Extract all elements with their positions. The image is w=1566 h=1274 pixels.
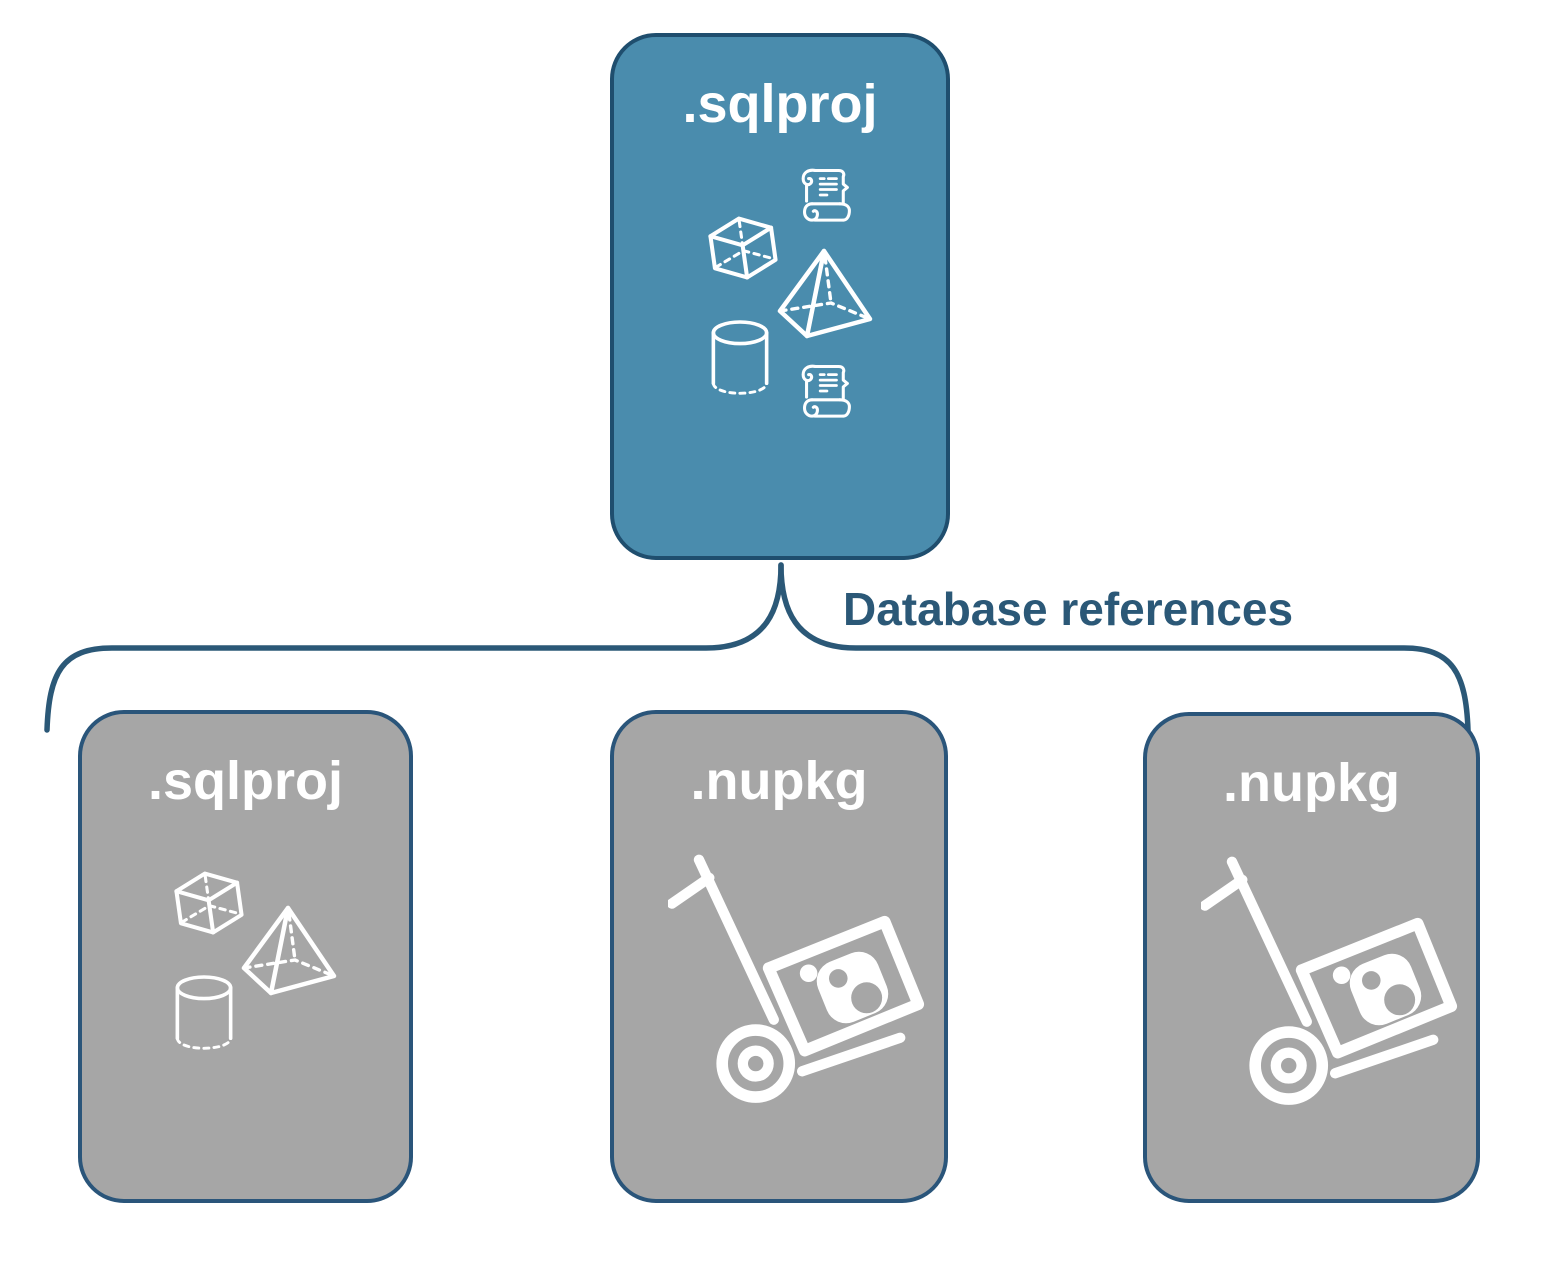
hand-truck-package-icon xyxy=(668,852,926,1110)
child-nupkg-card-1: .nupkg xyxy=(610,710,948,1203)
cylinder-icon xyxy=(168,968,240,1058)
scroll-icon xyxy=(794,359,864,427)
pyramid-icon xyxy=(770,243,878,343)
child-card-title: .nupkg xyxy=(1223,753,1400,813)
cylinder-icon xyxy=(704,313,776,403)
child-nupkg-card-2: .nupkg xyxy=(1143,712,1480,1203)
scroll-icon xyxy=(794,163,864,231)
root-sqlproj-card: .sqlproj xyxy=(610,33,950,560)
hand-truck-package-icon xyxy=(1201,854,1459,1112)
database-references-label: Database references xyxy=(843,583,1294,635)
child-sqlproj-card: .sqlproj xyxy=(78,710,413,1203)
root-card-title: .sqlproj xyxy=(682,74,878,134)
child-card-title: .nupkg xyxy=(690,751,868,811)
brace-connector xyxy=(44,562,1471,733)
pyramid-icon xyxy=(234,900,342,1000)
child-card-title: .sqlproj xyxy=(147,751,343,811)
